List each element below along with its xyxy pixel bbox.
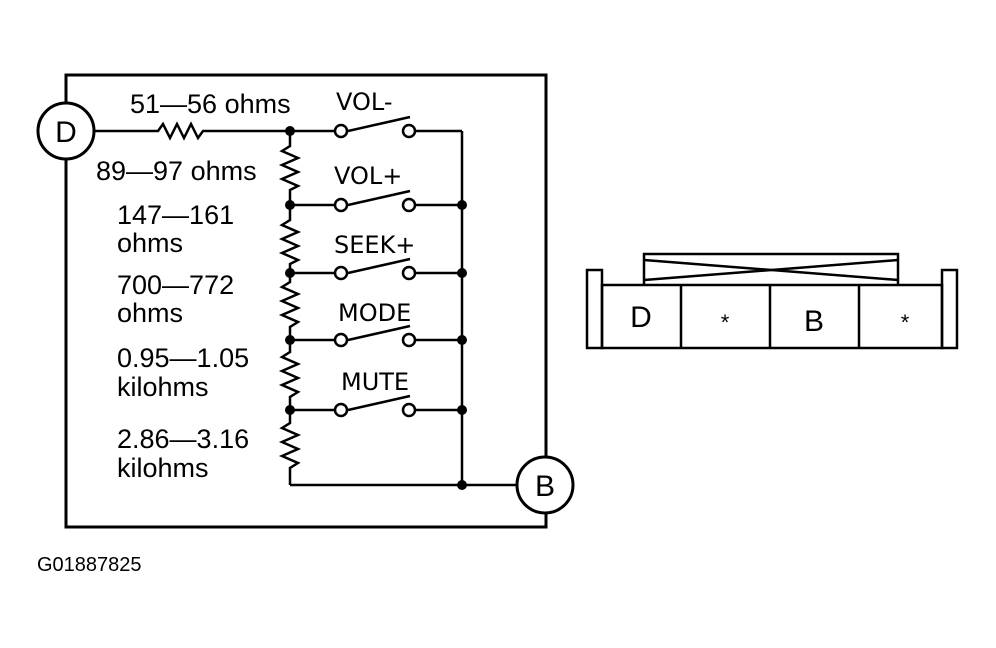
resistor-2-label: 89—97 ohms (96, 156, 257, 186)
resistor-6-label-line1: 2.86—3.16 (117, 424, 249, 454)
resistor-4 (278, 273, 302, 340)
resistor-6-label-line2: kilohms (117, 453, 209, 483)
resistor-5-label-line1: 0.95—1.05 (117, 343, 249, 373)
switch-label: MUTE (341, 368, 409, 396)
junction-dots (285, 126, 467, 490)
connector-pin-2: * (721, 310, 730, 335)
resistor-4-label-line1: 700—772 (117, 270, 234, 300)
resistor-1-label: 51—56 ohms (130, 89, 291, 119)
connector-pin-3: B (804, 305, 824, 338)
switch-mode: MODE (290, 299, 462, 348)
resistor-2 (278, 131, 302, 205)
terminal-b: B (515, 455, 575, 515)
resistor-3 (278, 205, 302, 273)
circuit-enclosure (64, 73, 548, 529)
switch-vol-minus: VOL- (290, 88, 462, 139)
connector-pin-4: * (901, 310, 910, 335)
resistor-6 (278, 410, 302, 485)
figure-id: G01887825 (37, 554, 142, 576)
connector-pin-1: D (630, 301, 652, 334)
connector-face: D * B * (585, 252, 959, 350)
switch-label: MODE (338, 299, 411, 327)
switch-vol-plus: VOL+ (290, 162, 462, 213)
switch-label: VOL+ (334, 162, 402, 190)
resistor-4-label-line2: ohms (117, 298, 183, 328)
terminal-b-label: B (535, 470, 555, 503)
resistor-5-label-line2: kilohms (117, 372, 209, 402)
connector-latch-cross (643, 258, 899, 282)
resistor-1 (94, 121, 290, 141)
terminal-d: D (36, 101, 96, 161)
switch-label: VOL- (336, 88, 393, 116)
resistor-3-label-line2: ohms (117, 228, 183, 258)
terminal-d-label: D (55, 116, 77, 149)
connector-latch (642, 252, 900, 285)
connector-right-tab (940, 268, 959, 350)
switch-mute: MUTE (290, 368, 462, 418)
switch-seek-plus: SEEK+ (290, 231, 462, 281)
switch-label: SEEK+ (334, 231, 415, 259)
resistor-5 (278, 340, 302, 410)
resistor-3-label-line1: 147—161 (117, 200, 234, 230)
connector-body (600, 283, 944, 350)
connector-left-tab (585, 268, 604, 350)
